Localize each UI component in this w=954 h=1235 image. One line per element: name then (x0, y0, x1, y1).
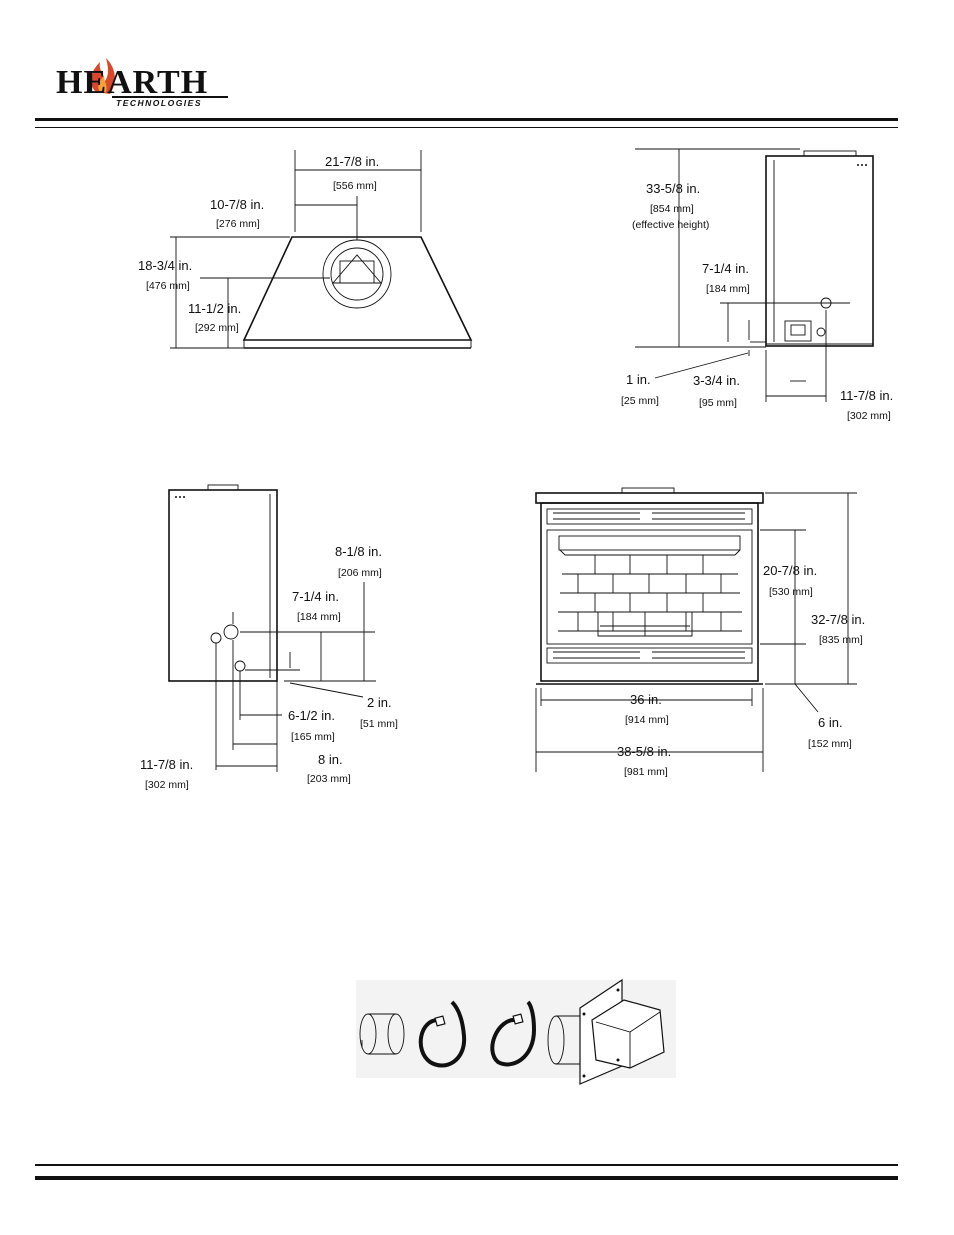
dim-rear-offset-a-mm: [165 mm] (291, 731, 335, 743)
dim-side-gas-height-mm: [184 mm] (706, 283, 750, 295)
front-lower-louver (546, 647, 753, 664)
logo-underline (112, 96, 228, 98)
dim-front-width-mm: [981 mm] (624, 766, 668, 778)
dim-top-depth: 18-3/4 in. (138, 258, 192, 273)
front-grate (597, 612, 693, 637)
vent-collar-part (359, 1013, 405, 1055)
side-valve (784, 320, 812, 342)
front-baffle (558, 535, 741, 551)
dim-rear-upper: 8-1/8 in. (335, 544, 382, 559)
top-view: 21-7/8 in. [556 mm] 10-7/8 in. [276 mm] … (138, 150, 473, 349)
front-body (540, 502, 759, 682)
dim-top-vent-depth-mm: [292 mm] (195, 322, 239, 334)
front-firebox-opening (546, 529, 753, 645)
dim-side-depth: 11-7/8 in. (840, 388, 893, 403)
vent-kit-components (356, 978, 676, 1085)
cap-hood (591, 999, 665, 1069)
dim-top-width: 21-7/8 in. (325, 154, 379, 169)
dim-front-opening-w-mm: [914 mm] (625, 714, 669, 726)
dim-top-vent-offset-mm: [276 mm] (216, 218, 260, 230)
footer-rule-thin (35, 1164, 898, 1166)
termination-cap-part (547, 978, 665, 1085)
dim-side-height: 33-5/8 in. (646, 181, 700, 196)
dim-rear-gas-height-mm: [184 mm] (297, 611, 341, 623)
dim-front-base-mm: [152 mm] (808, 738, 852, 750)
dim-side-height-mm: [854 mm] (650, 203, 694, 215)
flex-tube-part (418, 1000, 467, 1068)
front-upper-louver (546, 508, 753, 525)
dim-side-depth-mm: [302 mm] (847, 410, 891, 422)
dim-side-gas-height: 7-1/4 in. (702, 261, 749, 276)
dim-side-gas-offset: 3-3/4 in. (693, 373, 740, 388)
dim-front-base: 6 in. (818, 715, 843, 730)
logo-wordmark: HEARTH (56, 64, 209, 101)
dim-side-height-note: (effective height) (632, 219, 709, 231)
flex-tube-part-2 (490, 1000, 537, 1067)
front-brick-pattern (558, 549, 742, 632)
side-view: 33-5/8 in. [854 mm] (effective height) 7… (621, 148, 893, 422)
rear-gas-inlet (210, 632, 222, 644)
dim-rear-offset-b: 8 in. (318, 752, 343, 767)
dim-front-height-mm: [835 mm] (819, 634, 863, 646)
dim-rear-offset-b-mm: [203 mm] (307, 773, 351, 785)
front-top-collar (621, 487, 675, 494)
hearth-technologies-logo: HEARTH TECHNOLOGIES (52, 52, 232, 112)
dim-front-opening-h-mm: [530 mm] (769, 586, 813, 598)
dim-front-width: 38-5/8 in. (617, 744, 671, 759)
dim-front-height: 32-7/8 in. (811, 612, 865, 627)
rear-view-body (168, 489, 278, 682)
top-view-outline (242, 236, 473, 341)
side-view-body (765, 155, 874, 347)
header-rule (35, 118, 898, 121)
logo-subtitle: TECHNOLOGIES (116, 98, 203, 108)
front-top-trim (535, 492, 764, 504)
front-view: 20-7/8 in. [530 mm] 32-7/8 in. [835 mm] … (535, 487, 865, 778)
dim-front-opening-w: 36 in. (630, 692, 662, 707)
dim-rear-low: 2 in. (367, 695, 392, 710)
dim-top-width-mm: [556 mm] (333, 180, 377, 192)
rear-knockout-low (234, 660, 246, 672)
dim-rear-upper-mm: [206 mm] (338, 567, 382, 579)
rear-knockout (223, 624, 239, 640)
dim-rear-depth: 11-7/8 in. (140, 757, 193, 772)
flame-icon (90, 58, 115, 94)
rear-view: 8-1/8 in. [206 mm] 7-1/4 in. [184 mm] 2 … (140, 484, 398, 791)
dim-top-vent-depth: 11-1/2 in. (188, 301, 241, 316)
rear-view-top-collar (207, 484, 239, 491)
dim-top-depth-mm: [476 mm] (146, 280, 190, 292)
dim-top-vent-offset: 10-7/8 in. (210, 197, 264, 212)
dim-rear-depth-mm: [302 mm] (145, 779, 189, 791)
dim-side-base-mm: [25 mm] (621, 395, 659, 407)
header-rule-thin (35, 127, 898, 128)
dim-front-opening-h: 20-7/8 in. (763, 563, 817, 578)
dim-side-base: 1 in. (626, 372, 651, 387)
dim-rear-offset-a: 6-1/2 in. (288, 708, 335, 723)
side-view-top-collar (803, 150, 857, 157)
dim-side-gas-offset-mm: [95 mm] (699, 397, 737, 409)
top-vent-collar (322, 239, 392, 309)
footer-rule (35, 1176, 898, 1180)
dim-rear-gas-height: 7-1/4 in. (292, 589, 339, 604)
dim-rear-low-mm: [51 mm] (360, 718, 398, 730)
